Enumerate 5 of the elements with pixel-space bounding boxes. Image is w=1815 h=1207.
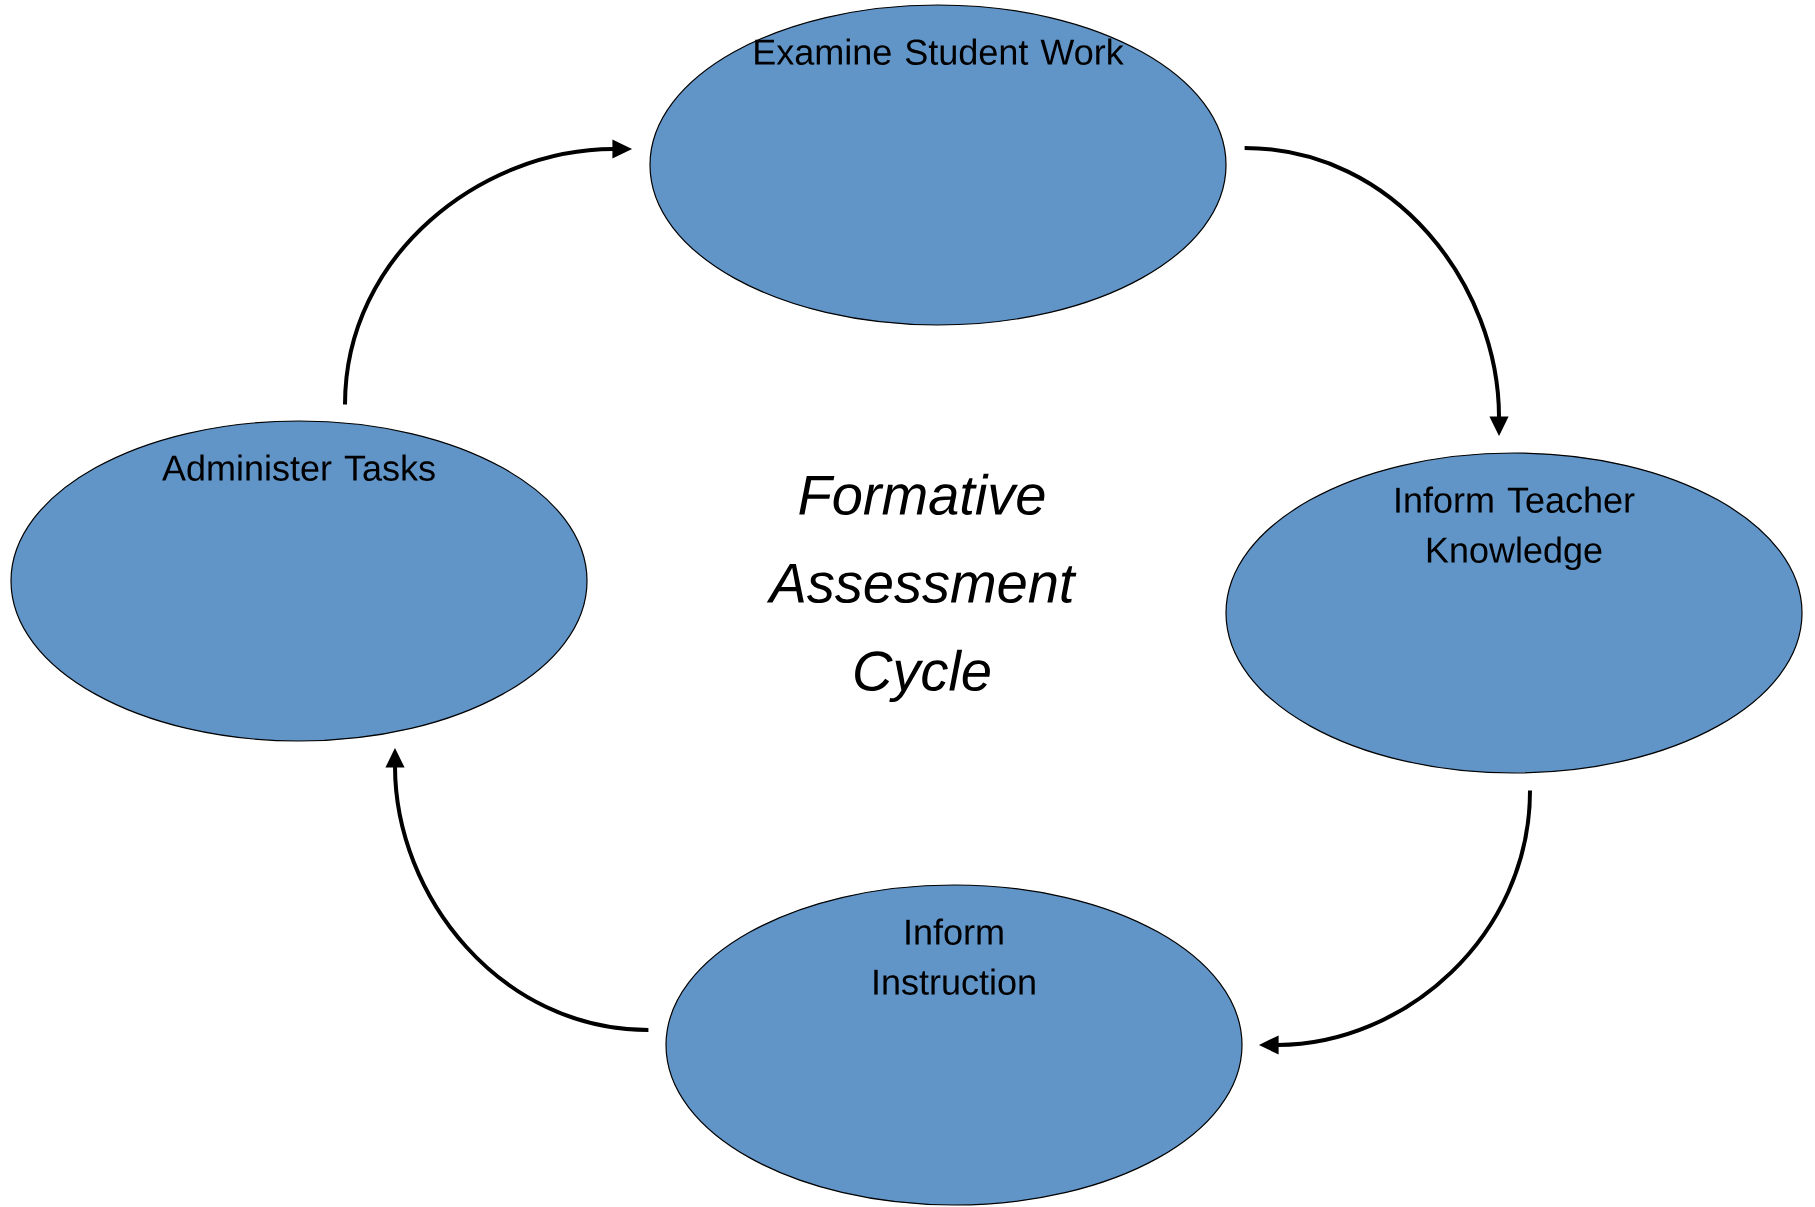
ellipse-node: Inform Instruction bbox=[665, 884, 1243, 1206]
title: Formative Assessment Cycle bbox=[766, 473, 1077, 703]
ellipse-node: Inform Teacher Knowledge bbox=[1225, 452, 1803, 774]
ellipse-node: Administer Tasks bbox=[10, 420, 588, 742]
ellipse-node: Examine Student Work bbox=[649, 4, 1227, 326]
